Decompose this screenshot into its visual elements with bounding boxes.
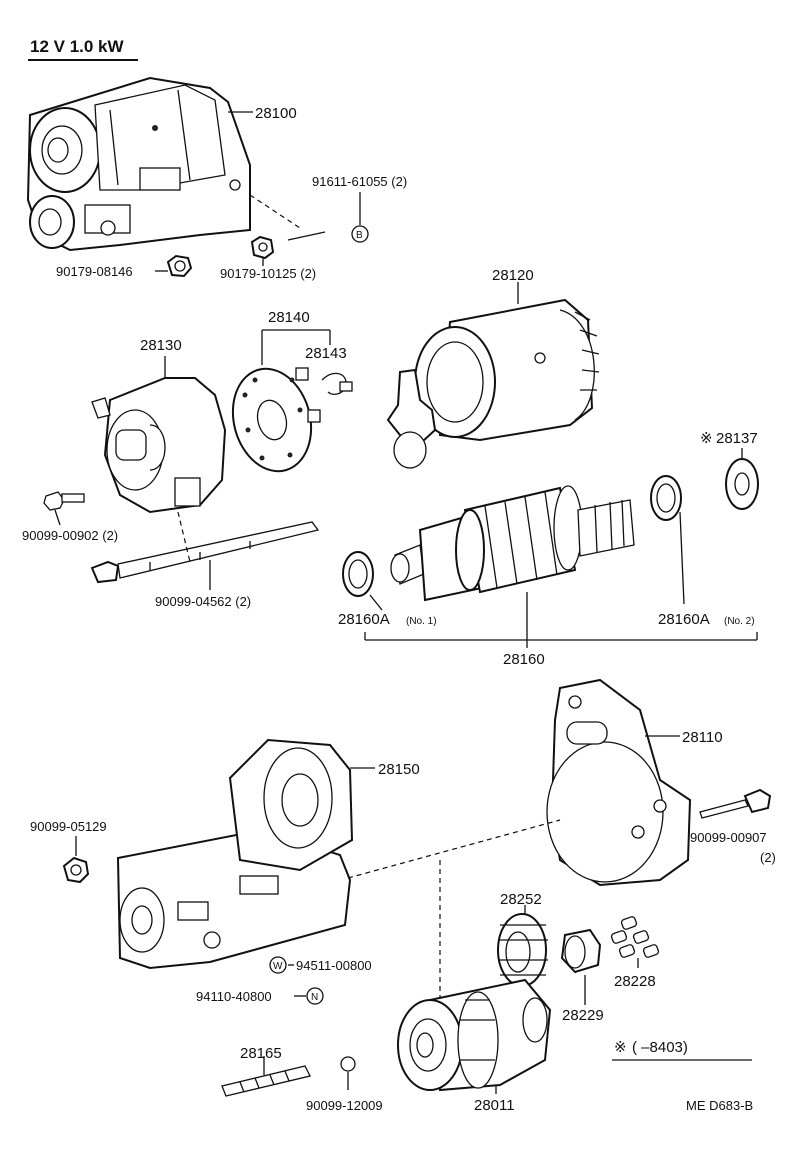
commutator-end-frame[interactable]: 28130 xyxy=(91,337,227,514)
svg-text:28100: 28100 xyxy=(255,105,297,122)
nut-90099-05129[interactable]: 90099-05129 xyxy=(30,819,107,884)
svg-text:※: ※ xyxy=(700,430,713,447)
yoke[interactable]: 28120 xyxy=(386,267,600,469)
svg-text:28160A: 28160A xyxy=(338,611,390,628)
svg-text:90099-04562 (2): 90099-04562 (2) xyxy=(155,594,251,609)
svg-text:28110: 28110 xyxy=(682,729,723,746)
bearing-no2[interactable]: 28160A (No. 2) xyxy=(650,475,755,628)
svg-text:28150: 28150 xyxy=(378,761,420,778)
magnetic-switch[interactable]: 28150 xyxy=(116,738,420,970)
nut-90179-10125[interactable]: 90179-10125 (2) xyxy=(220,235,316,281)
brush-holder-group-bracket: 28140 xyxy=(261,309,331,365)
marker-b-icon: B xyxy=(351,225,369,243)
svg-text:B: B xyxy=(356,230,363,241)
svg-text:※: ※ xyxy=(614,1039,627,1056)
svg-text:12 V 1.0 kW: 12 V 1.0 kW xyxy=(30,37,125,56)
marker-w-icon: W 94511-00800 xyxy=(269,956,372,974)
svg-text:(No. 1): (No. 1) xyxy=(406,616,437,627)
alignment-line xyxy=(347,819,561,879)
svg-text:28160: 28160 xyxy=(503,651,545,668)
bolt-90099-00907[interactable]: 90099-00907 (2) xyxy=(690,788,776,865)
through-bolt[interactable]: 90099-04562 (2) xyxy=(90,511,320,609)
svg-text:28165: 28165 xyxy=(240,1045,282,1062)
svg-text:91611-61055 (2): 91611-61055 (2) xyxy=(312,174,407,189)
svg-text:28160A: 28160A xyxy=(658,611,710,628)
note-range: ※ ( –8403) xyxy=(612,1039,752,1061)
retainer-28229[interactable]: 28229 xyxy=(560,928,604,1024)
svg-text:94110-40800: 94110-40800 xyxy=(196,989,272,1004)
ball-90099-12009[interactable]: 90099-12009 xyxy=(306,1056,383,1113)
header-spec: 12 V 1.0 kW xyxy=(28,37,138,61)
svg-text:28143: 28143 xyxy=(305,345,347,362)
gear-28252[interactable]: 28252 xyxy=(497,891,548,987)
bolt-90099-00902[interactable]: 90099-00902 (2) xyxy=(22,491,118,543)
svg-text:90099-00902 (2): 90099-00902 (2) xyxy=(22,528,118,543)
svg-text:(2): (2) xyxy=(760,850,776,865)
brush-spring-28143[interactable]: 28143 xyxy=(305,345,353,396)
armature-bracket: 28160 xyxy=(364,592,758,668)
stud-28165[interactable]: 28165 xyxy=(221,1045,311,1097)
clutch-28011[interactable]: 28011 xyxy=(397,978,552,1114)
starter-screw-callout: 91611-61055 (2) xyxy=(249,174,407,241)
svg-text:28137: 28137 xyxy=(716,430,758,447)
washer-28137[interactable]: ※ 28137 xyxy=(700,430,759,510)
svg-text:( –8403): ( –8403) xyxy=(632,1039,688,1056)
rollers-28228[interactable]: 28228 xyxy=(610,916,660,990)
svg-text:90099-12009: 90099-12009 xyxy=(306,1098,383,1113)
starter-assembly[interactable]: 28100 xyxy=(26,76,297,252)
brush-holder[interactable] xyxy=(222,360,322,480)
svg-text:28011: 28011 xyxy=(474,1097,515,1114)
svg-text:28140: 28140 xyxy=(268,309,310,326)
svg-text:W: W xyxy=(273,961,283,972)
svg-text:94511-00800: 94511-00800 xyxy=(296,958,372,973)
svg-text:(No. 2): (No. 2) xyxy=(724,616,755,627)
svg-text:N: N xyxy=(311,992,318,1003)
nut-90179-08146[interactable]: 90179-08146 xyxy=(56,254,193,279)
bearing-no1[interactable]: 28160A (No. 1) xyxy=(338,551,437,628)
svg-text:28120: 28120 xyxy=(492,267,534,284)
drive-housing[interactable]: 28110 xyxy=(546,678,723,887)
svg-text:28228: 28228 xyxy=(614,973,656,990)
svg-text:90179-08146: 90179-08146 xyxy=(56,264,133,279)
armature[interactable] xyxy=(390,485,635,602)
svg-text:28229: 28229 xyxy=(562,1007,604,1024)
diagram-code: ME D683-B xyxy=(686,1098,753,1113)
marker-n-icon: 94110-40800 N xyxy=(196,987,324,1005)
svg-text:28130: 28130 xyxy=(140,337,182,354)
svg-text:28252: 28252 xyxy=(500,891,542,908)
svg-text:90179-10125 (2): 90179-10125 (2) xyxy=(220,266,316,281)
svg-text:90099-00907: 90099-00907 xyxy=(690,830,767,845)
svg-text:90099-05129: 90099-05129 xyxy=(30,819,107,834)
